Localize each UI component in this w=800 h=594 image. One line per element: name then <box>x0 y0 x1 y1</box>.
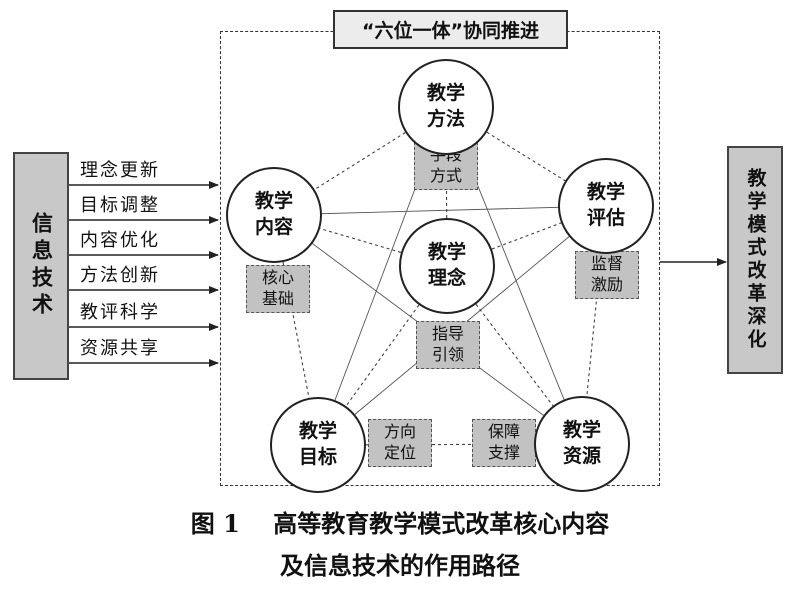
node-evaluation-line2: 评估 <box>586 207 625 229</box>
node-teaching-evaluation: 教学 评估 <box>558 158 654 254</box>
tag-supervise-line1: 监督 <box>590 254 623 274</box>
tag-support-line2: 支撑 <box>487 443 520 462</box>
node-teaching-philosophy: 教学 理念 <box>399 218 495 314</box>
node-content-line2: 内容 <box>254 216 293 238</box>
node-teaching-objective: 教学 目标 <box>270 397 366 493</box>
lever-label: 内容优化 <box>80 230 160 251</box>
figure-caption-line2: 及信息技术的作用路径 <box>280 551 520 580</box>
node-objective-line1: 教学 <box>298 420 337 443</box>
node-philosophy-line2: 理念 <box>427 267 466 289</box>
top-title-box: “六位一体”协同推进 <box>333 10 568 49</box>
node-method-line2: 方法 <box>426 108 465 130</box>
reform-label: 教学模式改革深化 <box>744 168 767 352</box>
tag-guide: 指导 引领 <box>416 321 480 369</box>
tag-direction: 方向 定位 <box>368 419 432 467</box>
reform-box: 教学模式改革深化 <box>727 146 783 374</box>
node-resource-line2: 资源 <box>562 445 601 467</box>
spoke-philosophy-evaluation <box>446 205 607 267</box>
node-method-line1: 教学 <box>426 82 465 105</box>
tag-direction-line2: 定位 <box>383 443 416 462</box>
top-title: “六位一体”协同推进 <box>362 20 539 42</box>
lever-arrows <box>68 181 219 367</box>
tag-support-line1: 保障 <box>487 422 520 442</box>
diagram: “六位一体”协同推进 信息技术 教学模式改革深化 理念更新 目标调整 内容优化 … <box>13 10 783 493</box>
tag-direction-line1: 方向 <box>383 422 416 442</box>
lever-label: 资源共享 <box>80 338 160 359</box>
node-teaching-resource: 教学 资源 <box>534 396 630 492</box>
node-teaching-method: 教学 方法 <box>398 59 494 155</box>
tag-core-line2: 基础 <box>261 289 294 308</box>
node-resource-line1: 教学 <box>562 419 601 442</box>
lever-label: 理念更新 <box>80 160 160 181</box>
tag-supervise-line2: 激励 <box>590 275 623 294</box>
node-philosophy-line1: 教学 <box>427 241 466 264</box>
node-objective-line2: 目标 <box>298 446 337 468</box>
node-evaluation-line1: 教学 <box>586 181 625 204</box>
tag-supervise: 监督 激励 <box>575 251 639 299</box>
node-content-line1: 教学 <box>254 190 293 213</box>
lever-label: 方法创新 <box>80 265 160 286</box>
tag-core: 核心 基础 <box>246 265 310 313</box>
info-tech-label: 信息技术 <box>29 212 54 320</box>
tag-guide-line1: 指导 <box>431 324 464 344</box>
node-teaching-content: 教学 内容 <box>226 167 322 263</box>
info-tech-box: 信息技术 <box>13 152 69 380</box>
figure-caption-line1: 图 1 高等教育教学模式改革核心内容 <box>190 509 610 538</box>
edge-content-evaluation <box>273 205 607 216</box>
tag-core-line1: 核心 <box>261 268 294 288</box>
lever-label: 教评科学 <box>80 302 160 323</box>
tag-means-line2: 方式 <box>429 166 462 185</box>
lever-label: 目标调整 <box>80 195 160 216</box>
tag-support: 保障 支撑 <box>472 419 536 467</box>
tag-guide-line2: 引领 <box>431 345 464 364</box>
